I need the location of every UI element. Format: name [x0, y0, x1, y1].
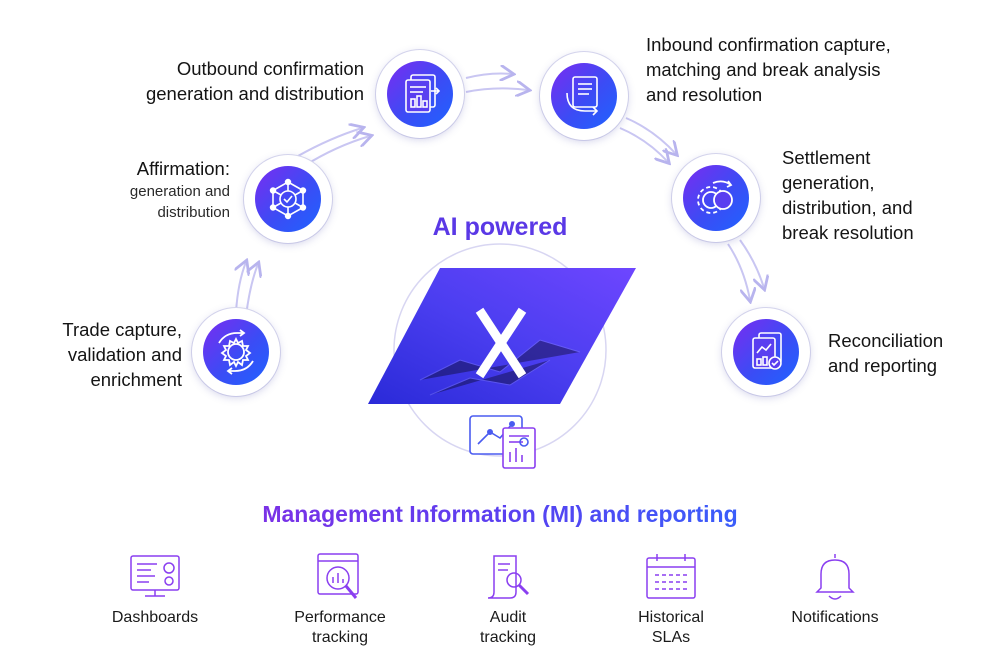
document-arrow-icon [566, 76, 599, 116]
report-check-icon [752, 332, 782, 370]
trade-capture-line3: enrichment [90, 369, 182, 390]
performance-icon [317, 553, 359, 599]
inbound-confirmation-label: Inbound confirmation capture, matching a… [646, 32, 946, 107]
settlement-line2: generation, [782, 172, 875, 193]
reconciliation-line2: and reporting [828, 355, 938, 376]
inbound-line1: Inbound confirmation capture, [646, 34, 891, 55]
x-logo-icon [475, 307, 527, 379]
mi-historical-line2: SLAs [651, 629, 691, 646]
gear-cycle-icon [218, 329, 254, 375]
mi-item-dashboards: Dashboards [85, 552, 225, 628]
mi-performance-line1: Performance [294, 609, 386, 626]
document-stack-icon [405, 74, 441, 113]
outbound-line1: Outbound confirmation [176, 58, 364, 79]
affirmation-node [244, 155, 332, 243]
trade-capture-node [192, 308, 280, 396]
inbound-confirmation-node [540, 52, 628, 140]
mi-audit-line1: Audit [489, 609, 527, 626]
center-ring [393, 243, 607, 457]
inbound-line3: and resolution [646, 84, 763, 105]
mi-notifications-line1: Notifications [791, 609, 879, 626]
mi-historical-line1: Historical [638, 609, 704, 626]
affirmation-sub2: distribution [157, 204, 230, 221]
mi-item-historical: Historical SLAs [601, 552, 741, 648]
inbound-line2: matching and break analysis [646, 59, 881, 80]
mi-section-title: Management Information (MI) and reportin… [150, 501, 850, 528]
affirmation-sub1: generation and [129, 183, 230, 200]
affirmation-title: Affirmation: [136, 158, 230, 179]
outbound-confirmation-label: Outbound confirmation generation and dis… [90, 56, 364, 106]
settlement-node [672, 154, 760, 242]
affirmation-label: Affirmation: generation and distribution [60, 156, 230, 223]
settlement-gear-icon [697, 180, 733, 214]
outbound-confirmation-node [376, 50, 464, 138]
trade-capture-label: Trade capture, validation and enrichment [20, 317, 182, 392]
mi-performance-line2: tracking [311, 629, 369, 646]
settlement-line1: Settlement [782, 147, 871, 168]
dashboard-icon [130, 555, 180, 597]
mi-item-performance: Performance tracking [270, 552, 410, 648]
trade-capture-line2: validation and [67, 344, 182, 365]
mi-audit-line2: tracking [479, 629, 537, 646]
settlement-line4: break resolution [782, 222, 914, 243]
reconciliation-label: Reconciliation and reporting [828, 328, 978, 378]
reconciliation-line1: Reconciliation [828, 330, 944, 351]
calendar-icon [646, 554, 696, 599]
audit-icon [487, 555, 530, 599]
analytics-icon [469, 415, 536, 469]
network-check-icon [269, 178, 307, 220]
mi-item-notifications: Notifications [765, 552, 905, 628]
trade-capture-line1: Trade capture, [62, 319, 182, 340]
settlement-line3: distribution, and [782, 197, 913, 218]
settlement-label: Settlement generation, distribution, and… [782, 145, 962, 245]
bell-icon [815, 554, 855, 600]
mi-item-audit: Audit tracking [438, 552, 578, 648]
mi-dashboards-line1: Dashboards [111, 609, 199, 626]
reconciliation-node [722, 308, 810, 396]
outbound-line2: generation and distribution [145, 83, 364, 104]
ai-powered-title: AI powered [432, 213, 568, 241]
